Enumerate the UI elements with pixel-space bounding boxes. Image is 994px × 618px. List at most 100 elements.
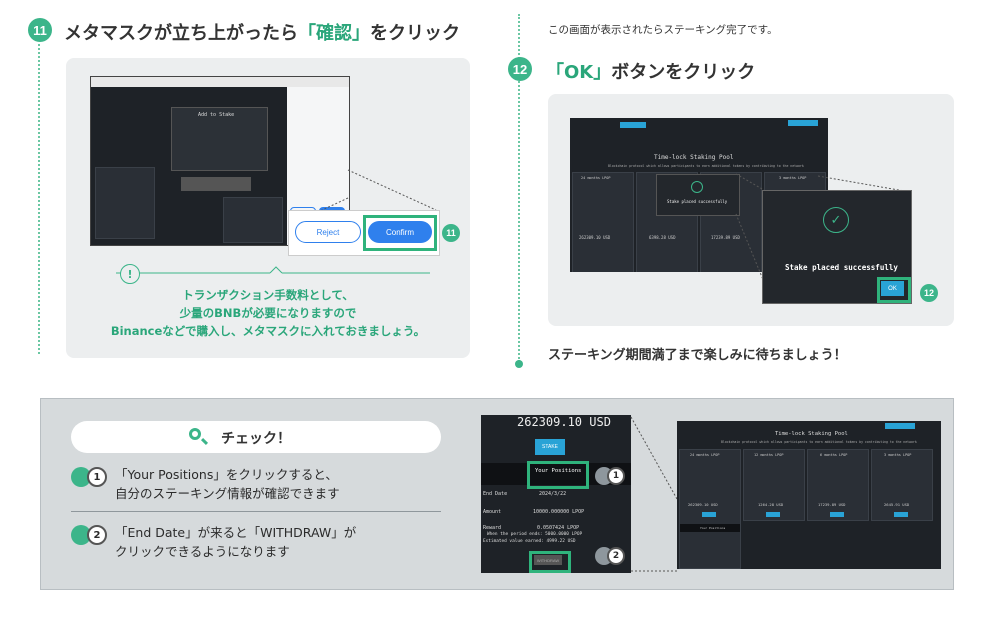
zoom-badge-1: 1 xyxy=(607,467,625,485)
step-12-panel: Time-lock Staking Pool Blockchain protoc… xyxy=(548,94,954,326)
positions-card: 24 months LPOP 262309.10 USD Your Positi… xyxy=(679,449,741,569)
positions-zoom: 262309.10 USD STAKE Your Positions End D… xyxy=(481,415,631,573)
check-item-1-magnifier-icon xyxy=(71,467,91,487)
screen-subtitle: Blockchain protocol which allows partici… xyxy=(608,164,804,168)
confirm-button[interactable]: Confirm xyxy=(368,221,432,243)
step-12-intro: この画面が表示されたらステーキング完了です。 xyxy=(548,24,778,36)
positions-card-stake xyxy=(894,512,908,517)
zoom-connector xyxy=(291,169,437,225)
stake-dialog-header: Add to Stake xyxy=(198,112,235,118)
positions-card: 3 months LPOP 2645.91 USD xyxy=(871,449,933,521)
step-12-title: 「OK」ボタンをクリック xyxy=(546,58,755,84)
success-modal-small: Stake placed successfully xyxy=(656,174,740,216)
success-modal-small-text: Stake placed successfully xyxy=(667,199,728,204)
step-11-badge: 11 xyxy=(28,18,52,42)
top-right-button xyxy=(788,120,818,126)
pool-card-value: 262309.10 USD xyxy=(579,235,611,240)
withdraw-highlight xyxy=(529,551,571,573)
ok-badge: 12 xyxy=(920,284,938,302)
withdraw-button[interactable]: WITHDRAW xyxy=(534,555,562,565)
period-line: When the period ends: 5000.0000 LPOP xyxy=(487,532,583,537)
step-11-title-accent: 「確認」 xyxy=(298,23,370,44)
positions-card-strip xyxy=(680,524,740,532)
check-title: チェック！ xyxy=(221,431,291,447)
zoom-stake-button[interactable]: STAKE xyxy=(535,439,565,455)
magnifier-icon xyxy=(189,428,201,440)
check-panel: チェック！ 1 「Your Positions」をクリックすると、 自分のステー… xyxy=(40,398,954,590)
exclamation-icon: ! xyxy=(120,264,140,284)
step-11-title-before: メタマスクが立ち上がったら xyxy=(64,23,298,44)
check-item-2-text: 「End Date」が来ると「WITHDRAW」が クリックできるようになります xyxy=(115,523,356,561)
confirm-highlight xyxy=(363,215,437,251)
estimated-line: Estimated value earned: 4999.22 USD xyxy=(483,539,576,544)
amount-value: 10000.000000 LPOP xyxy=(533,509,585,515)
step-12-timeline xyxy=(518,14,520,362)
check-divider xyxy=(71,511,441,512)
positions-card: 12 months LPOP 1264.28 USD xyxy=(743,449,805,521)
success-modal-text: Stake placed successfully xyxy=(785,263,898,272)
timeline-dot xyxy=(515,360,523,368)
bg-card xyxy=(95,167,155,239)
check-item-1-text: 「Your Positions」をクリックすると、 自分のステーキング情報が確認… xyxy=(115,465,340,503)
step-11-title: メタマスクが立ち上がったら「確認」をクリック xyxy=(64,19,460,45)
zoom-badge-2: 2 xyxy=(607,547,625,565)
check-item-2-line-1: 「End Date」が来ると「WITHDRAW」が xyxy=(115,525,357,540)
positions-card-stake xyxy=(766,512,780,517)
check-item-1-number: 1 xyxy=(87,467,107,487)
positions-card: 6 months LPOP 17239.89 USD xyxy=(807,449,869,521)
positions-card-stake xyxy=(702,512,716,517)
positions-highlight xyxy=(527,461,589,489)
check-item-2-line-2: クリックできるようになります xyxy=(115,544,290,559)
step-12-badge: 12 xyxy=(508,57,532,81)
positions-card-title: 6 months LPOP xyxy=(820,453,848,457)
tip-line-3: Binanceなどで購入し、メタマスクに入れておきましょう。 xyxy=(110,324,426,338)
step-11-panel: Add to Stake Reject Confirm 11 ! トランザクショ… xyxy=(66,58,470,358)
success-check-icon: ✓ xyxy=(823,207,849,233)
reward-label: Reward xyxy=(483,525,502,531)
browser-bar xyxy=(91,77,349,87)
positions-card-title: 12 months LPOP xyxy=(754,453,784,457)
check-item-2-magnifier-icon xyxy=(71,525,91,545)
positions-screenshot: Time-lock Staking Pool Blockchain protoc… xyxy=(677,421,941,569)
reward-value: 0.0507424 LPOP xyxy=(537,525,580,531)
step-12-footer: ステーキング期間満了まで楽しみに待ちましょう！ xyxy=(548,348,847,363)
positions-card-positions: Your Positions xyxy=(700,526,726,530)
stake-dialog-button xyxy=(181,177,251,191)
zoom-amount-top: 262309.10 USD xyxy=(517,415,611,429)
stake-dialog: Add to Stake xyxy=(171,107,268,171)
end-date-label: End Date xyxy=(483,491,508,497)
check-item-2-number: 2 xyxy=(87,525,107,545)
zoom-panel: Reject Confirm xyxy=(288,210,440,256)
screen-title: Time-lock Staking Pool xyxy=(654,154,734,161)
pool-card-value: 6398.28 USD xyxy=(649,235,676,240)
positions-card-title: 3 months LPOP xyxy=(884,453,912,457)
your-positions-button[interactable]: Your Positions xyxy=(535,468,582,474)
ok-highlight xyxy=(877,277,911,303)
pool-card: 24 months LPOP 262309.10 USD xyxy=(572,172,634,272)
tip-line xyxy=(116,266,430,274)
step-12-title-accent: 「OK」 xyxy=(546,62,612,83)
pool-card-title: 24 months LPOP xyxy=(581,176,611,180)
success-modal-zoom: ✓ Stake placed successfully OK xyxy=(762,190,912,304)
pool-card-value: 17239.89 USD xyxy=(711,235,740,240)
check-item-1-line-1: 「Your Positions」をクリックすると、 xyxy=(115,467,338,482)
check-item-1-line-2: 自分のステーキング情報が確認できます xyxy=(115,486,340,501)
tip-line-2: 少量のBNBが必要になりますので xyxy=(179,306,357,320)
end-date-value: 2024/3/22 xyxy=(539,491,567,497)
tip-line-1: トランザクション手数料として、 xyxy=(182,288,354,302)
screen-top-button xyxy=(885,423,915,429)
amount-label: Amount xyxy=(483,509,502,515)
step-12-title-after: ボタンをクリック xyxy=(611,62,756,83)
zoom-positions-strip xyxy=(481,463,631,485)
positions-card-value: 1264.28 USD xyxy=(758,502,784,507)
top-stake-button xyxy=(620,122,646,128)
tip-text: トランザクション手数料として、 少量のBNBが必要になりますので Binance… xyxy=(98,286,438,340)
reject-button[interactable]: Reject xyxy=(295,221,361,243)
zoom-connector-12 xyxy=(735,173,911,283)
positions-card-stake xyxy=(830,512,844,517)
positions-card-value: 2645.91 USD xyxy=(884,502,910,507)
check-title-pill: チェック！ xyxy=(71,421,441,453)
positions-card-value: 17239.89 USD xyxy=(818,502,846,507)
ok-button[interactable]: OK xyxy=(881,281,904,296)
positions-card-value: 262309.10 USD xyxy=(688,502,718,507)
